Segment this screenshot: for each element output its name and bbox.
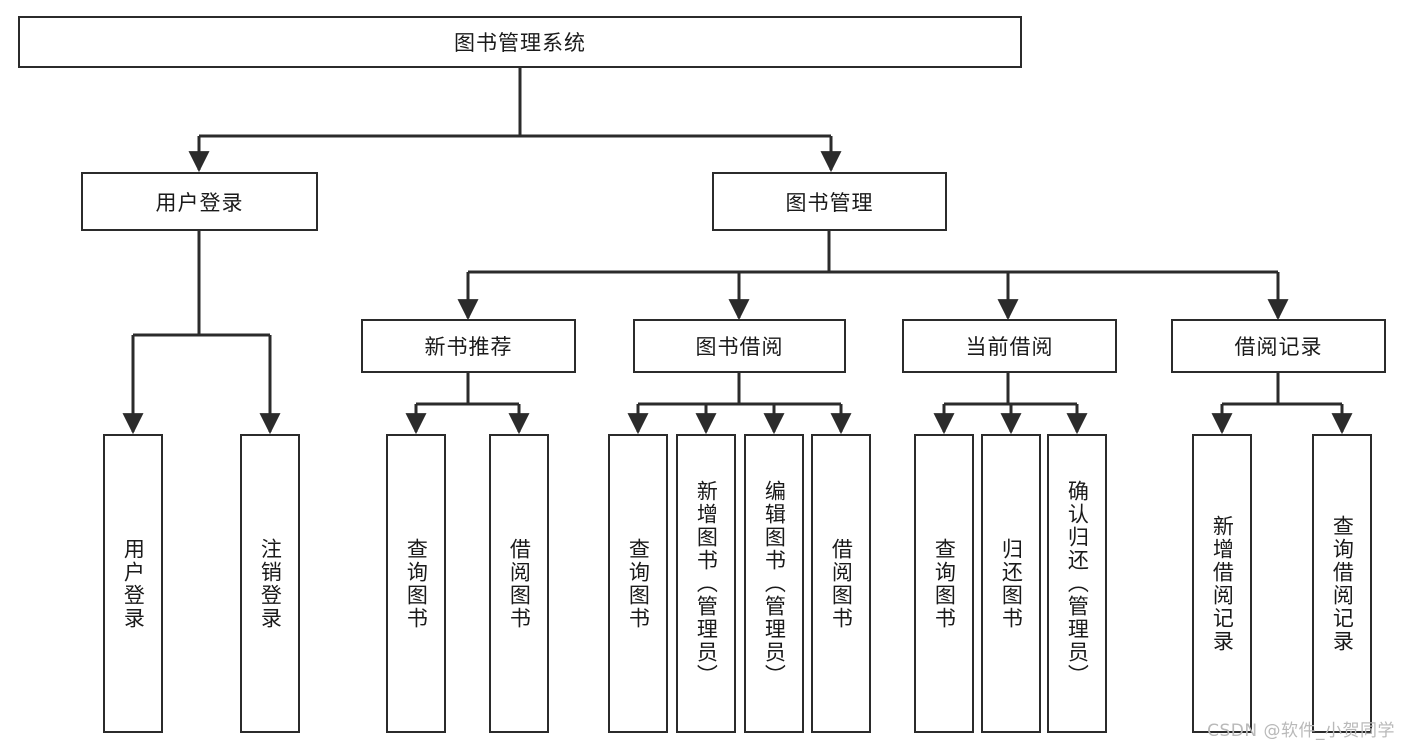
node-leaf-label: 归还图书 xyxy=(999,537,1024,630)
watermark-text: CSDN @软件_小贺同学 xyxy=(1207,721,1395,741)
node-current-borrow-label: 当前借阅 xyxy=(965,335,1054,359)
node-user-login[interactable]: 用户登录 xyxy=(81,172,318,231)
node-leaf-label: 新增图书（管理员） xyxy=(694,480,719,687)
node-leaf-label: 确认归还（管理员） xyxy=(1065,480,1090,687)
node-new-book-recommend[interactable]: 新书推荐 xyxy=(361,319,576,373)
node-leaf-confirm-return-admin[interactable]: 确认归还（管理员） xyxy=(1047,434,1107,733)
node-leaf-label: 借阅图书 xyxy=(507,537,532,630)
node-borrow-records[interactable]: 借阅记录 xyxy=(1171,319,1386,373)
node-book-borrow-label: 图书借阅 xyxy=(695,335,784,359)
node-leaf-label: 查询图书 xyxy=(404,537,429,630)
node-leaf-user-login[interactable]: 用户登录 xyxy=(103,434,163,733)
node-new-book-recommend-label: 新书推荐 xyxy=(424,335,513,359)
node-leaf-borrow-book[interactable]: 借阅图书 xyxy=(811,434,871,733)
node-leaf-label: 查询借阅记录 xyxy=(1330,514,1355,653)
node-book-borrow[interactable]: 图书借阅 xyxy=(633,319,846,373)
node-root-label: 图书管理系统 xyxy=(454,31,586,55)
node-leaf-label: 用户登录 xyxy=(121,537,146,630)
node-leaf-label: 查询图书 xyxy=(932,537,957,630)
node-root-book-management-system[interactable]: 图书管理系统 xyxy=(18,16,1022,68)
node-book-management[interactable]: 图书管理 xyxy=(712,172,947,231)
node-leaf-label: 新增借阅记录 xyxy=(1210,514,1235,653)
node-leaf-query-book-borrow[interactable]: 查询图书 xyxy=(608,434,668,733)
node-current-borrow[interactable]: 当前借阅 xyxy=(902,319,1117,373)
node-leaf-label: 查询图书 xyxy=(626,537,651,630)
node-book-management-label: 图书管理 xyxy=(785,190,874,215)
node-leaf-label: 借阅图书 xyxy=(829,537,854,630)
node-leaf-query-book-recommend[interactable]: 查询图书 xyxy=(386,434,446,733)
node-leaf-query-book-current[interactable]: 查询图书 xyxy=(914,434,974,733)
node-leaf-return-book[interactable]: 归还图书 xyxy=(981,434,1041,733)
node-leaf-query-borrow-record[interactable]: 查询借阅记录 xyxy=(1312,434,1372,733)
node-user-login-label: 用户登录 xyxy=(155,190,244,215)
node-leaf-add-borrow-record[interactable]: 新增借阅记录 xyxy=(1192,434,1252,733)
node-leaf-edit-book-admin[interactable]: 编辑图书（管理员） xyxy=(744,434,804,733)
node-leaf-logout[interactable]: 注销登录 xyxy=(240,434,300,733)
node-leaf-add-book-admin[interactable]: 新增图书（管理员） xyxy=(676,434,736,733)
node-leaf-label: 注销登录 xyxy=(258,537,283,630)
node-leaf-label: 编辑图书（管理员） xyxy=(762,480,787,687)
node-leaf-borrow-book-recommend[interactable]: 借阅图书 xyxy=(489,434,549,733)
node-borrow-records-label: 借阅记录 xyxy=(1234,335,1323,359)
